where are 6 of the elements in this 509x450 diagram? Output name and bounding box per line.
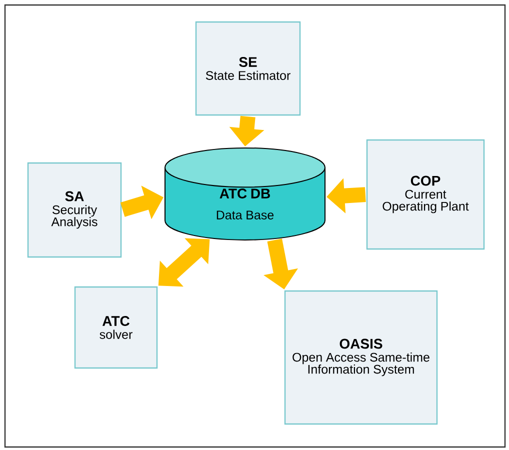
- process-box: SE State Estimator: [195, 21, 301, 116]
- process-box: ATC solver: [74, 286, 158, 369]
- database-cylinder: ATC DB Data Base: [164, 147, 326, 240]
- process-box: COP Current Operating Plant: [366, 139, 485, 250]
- process-box: OASIS Open Access Same-time Information System: [284, 290, 438, 425]
- process-box: SA Security Analysis: [27, 162, 122, 258]
